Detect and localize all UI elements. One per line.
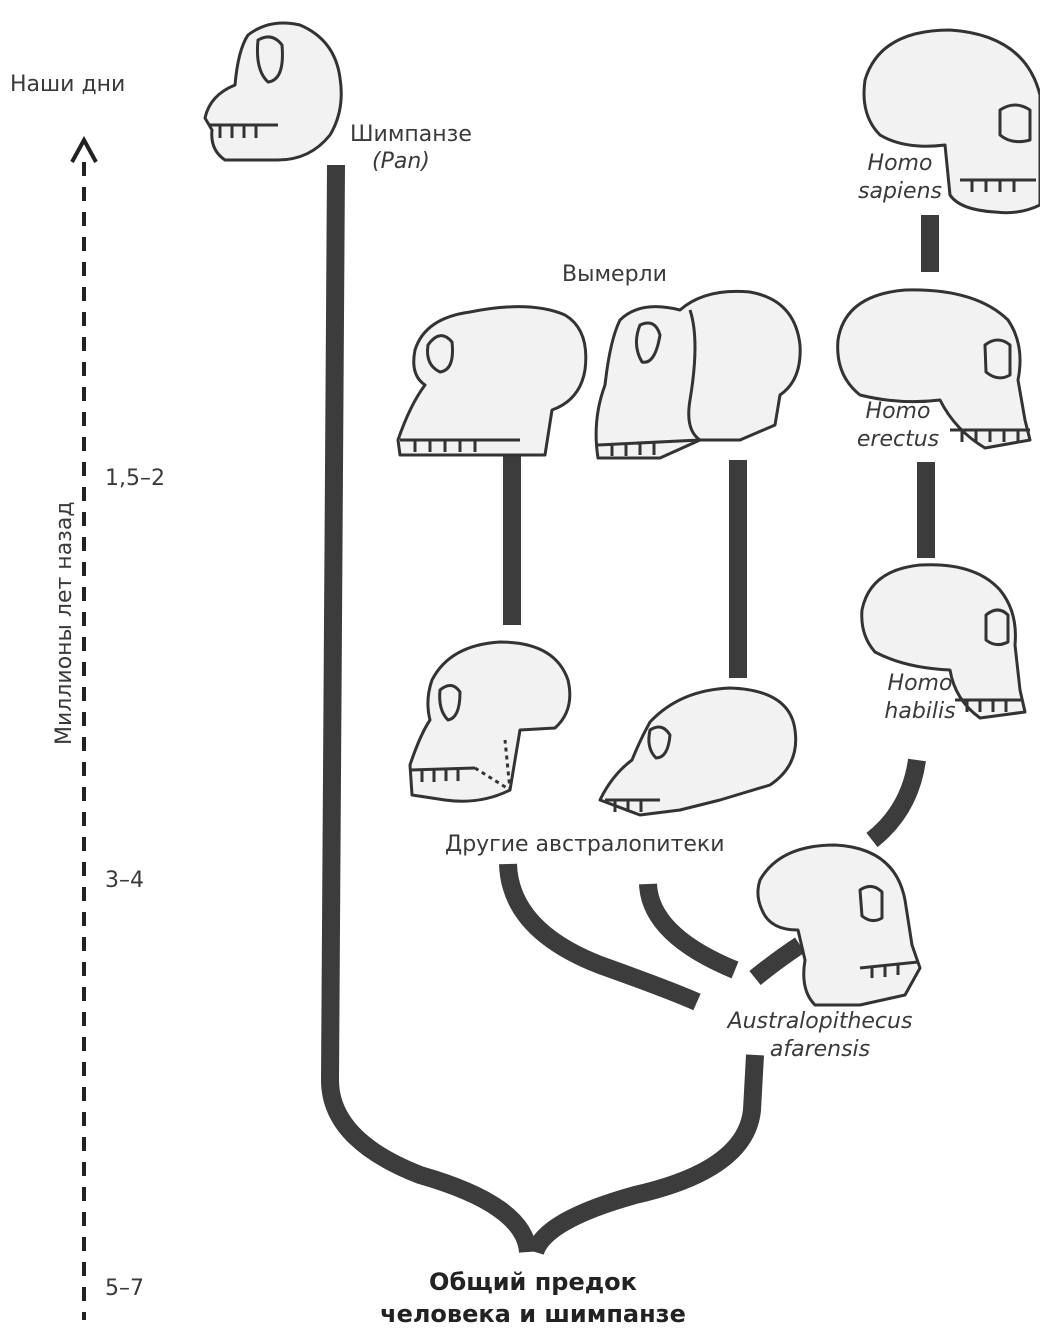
chimpanzee-label: Шимпанзе: [350, 122, 472, 147]
branch-human: [535, 1055, 755, 1252]
chimpanzee-skull: [205, 23, 341, 160]
tick-label-3-4: 3–4: [105, 868, 144, 893]
australopithecus-skull-1: [410, 642, 570, 801]
present-day-label: Наши дни: [10, 72, 125, 97]
extinct-skull-2: [596, 291, 800, 458]
branch-afarensis-australopithecus-2: [648, 884, 735, 970]
time-axis-arrow-icon: [72, 140, 96, 162]
tick-label-1-5-2: 1,5–2: [105, 466, 165, 491]
axis-title: Миллионы лет назад: [52, 501, 77, 745]
extinct-skull-1: [398, 307, 586, 455]
australopithecus-afarensis-skull: [758, 845, 920, 1005]
extinct-label: Вымерли: [562, 262, 667, 287]
branch-afarensis-stub: [755, 945, 800, 978]
branch-afarensis-habilis: [872, 760, 917, 840]
other-australopithecines-label: Другие австралопитеки: [445, 832, 725, 857]
tick-label-5-7: 5–7: [105, 1276, 144, 1301]
chimpanzee-latin-label: (Pan): [372, 148, 430, 176]
australopithecus-skull-2: [600, 688, 796, 815]
